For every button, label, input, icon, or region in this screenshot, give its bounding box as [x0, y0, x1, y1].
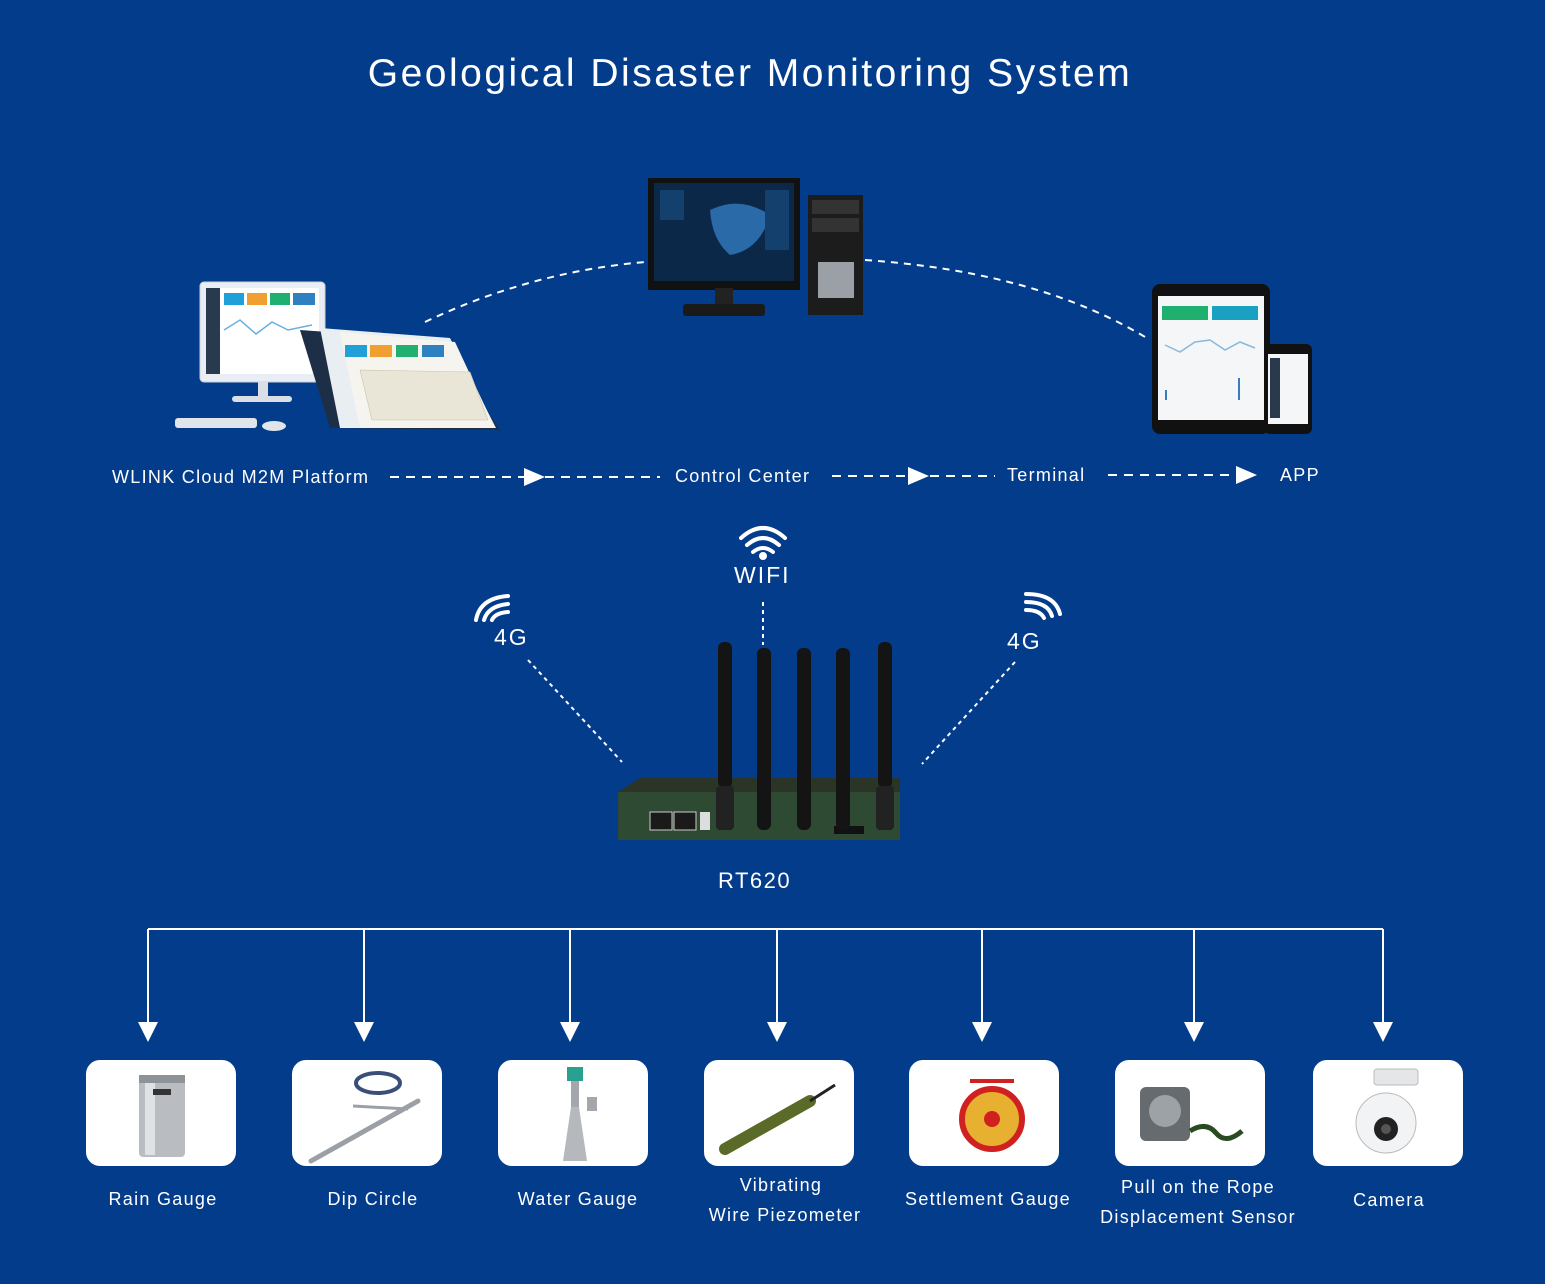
right-4g-link-line [921, 661, 1016, 765]
arc-control-to-terminal [864, 259, 1151, 341]
wifi-signal-icon [739, 526, 787, 560]
platform-computer-illustration [175, 281, 500, 431]
piezometer-label-line2: Wire Piezometer [708, 1205, 862, 1225]
water-gauge-box [498, 1060, 648, 1166]
piezometer-label-line1: Vibrating [739, 1175, 823, 1195]
arc-platform-to-control [424, 261, 646, 323]
camera-label: Camera [1353, 1190, 1425, 1210]
camera-box [1313, 1060, 1463, 1166]
diagram-title: Geological Disaster Monitoring System [367, 52, 1133, 95]
water-gauge-icon [563, 1067, 597, 1161]
control-center-pc-illustration [648, 178, 863, 316]
water-gauge-label: Water Gauge [517, 1189, 639, 1209]
vibrating-wire-piezometer-box [704, 1060, 854, 1166]
control-center-label: Control Center [675, 466, 811, 486]
rope-displacement-sensor-box [1115, 1060, 1265, 1166]
settlement-gauge-label: Settlement Gauge [905, 1189, 1071, 1209]
platform-label: WLINK Cloud M2M Platform [112, 467, 370, 487]
left-4g-label: 4G [494, 624, 529, 650]
right-4g-signal-icon [1024, 592, 1062, 620]
flow-arrowhead-2 [908, 467, 929, 485]
dip-circle-icon [308, 1071, 421, 1164]
left-4g-link-line [527, 659, 623, 763]
sensor-tree-lines [147, 928, 1384, 1024]
flow-arrowhead-1 [524, 468, 545, 486]
terminal-tablet-illustration [1152, 284, 1312, 434]
rope-sensor-label-line1: Pull on the Rope [1121, 1177, 1275, 1197]
dip-circle-box [292, 1060, 442, 1166]
terminal-label: Terminal [1007, 465, 1086, 485]
camera-icon [1355, 1068, 1419, 1154]
router-model-label: RT620 [718, 868, 792, 893]
piezometer-icon [719, 1083, 836, 1155]
right-4g-label: 4G [1007, 628, 1042, 654]
settlement-gauge-icon [959, 1079, 1025, 1152]
left-4g-signal-icon [474, 594, 510, 622]
flow-arrowhead-3 [1236, 466, 1257, 484]
dip-circle-label: Dip Circle [327, 1189, 419, 1209]
rope-sensor-icon [1140, 1087, 1244, 1141]
settlement-gauge-box [909, 1060, 1059, 1166]
app-label: APP [1280, 465, 1320, 485]
router-illustration [618, 642, 900, 840]
wifi-label: WIFI [734, 562, 791, 588]
rain-gauge-label: Rain Gauge [108, 1189, 218, 1209]
rain-gauge-icon [139, 1075, 185, 1157]
sensor-tree-arrowheads [138, 1022, 1393, 1042]
rain-gauge-box [86, 1060, 236, 1166]
rope-sensor-label-line2: Displacement Sensor [1100, 1207, 1296, 1227]
flow-arrows [390, 474, 1238, 478]
